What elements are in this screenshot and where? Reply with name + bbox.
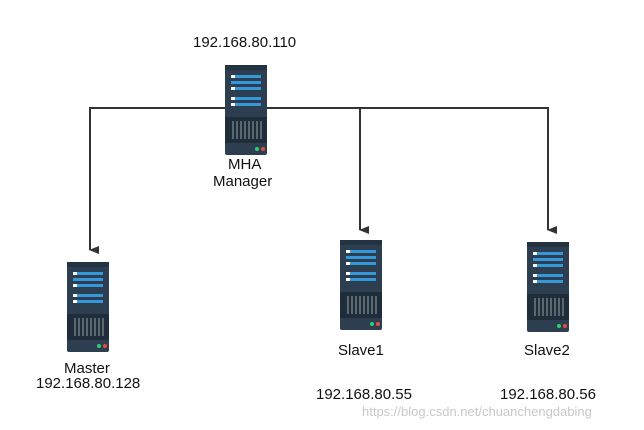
line-to-master (89, 107, 228, 254)
slave2-server-icon (526, 241, 570, 333)
master-name: Master (64, 360, 110, 377)
slave1-server-icon (339, 239, 383, 331)
manager-server-icon (224, 64, 268, 156)
manager-name-line1: MHA (228, 156, 262, 173)
slave1-name: Slave1 (338, 342, 384, 359)
slave2-name: Slave2 (524, 342, 570, 359)
watermark: https://blog.csdn.net/chuanchengdabing (362, 404, 592, 419)
slave1-ip: 192.168.80.55 (316, 386, 412, 403)
manager-name-line2: Manager (213, 173, 273, 190)
line-to-slave2 (266, 107, 557, 234)
manager-ip: 192.168.80.110 (193, 34, 297, 51)
master-server-icon (66, 261, 110, 353)
master-ip: 192.168.80.128 (36, 375, 141, 392)
slave2-ip: 192.168.80.56 (500, 386, 596, 403)
line-to-slave1 (266, 107, 369, 234)
